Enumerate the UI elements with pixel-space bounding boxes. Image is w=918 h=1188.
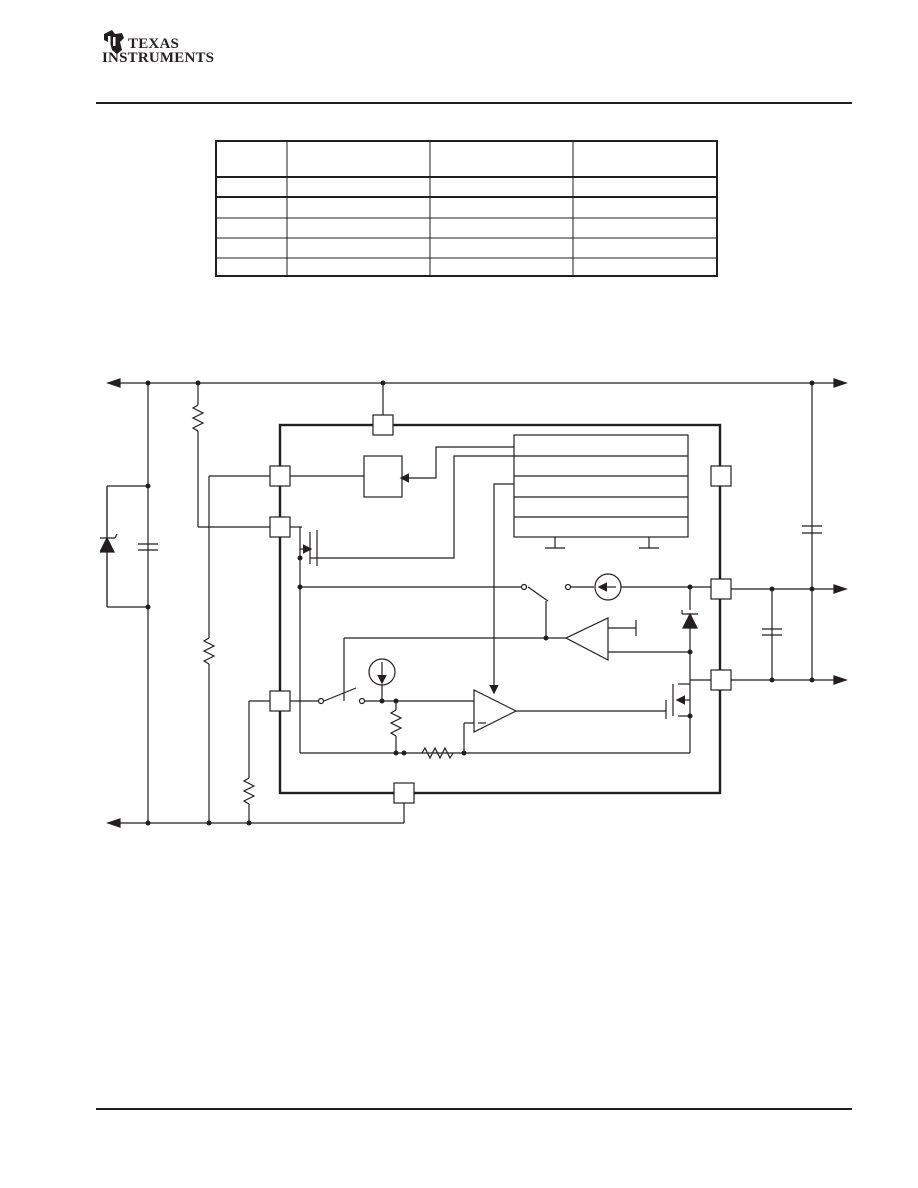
junction-dot [401,750,407,756]
junction-dot [809,586,815,592]
pin-left-3 [269,690,291,712]
pin-right-3 [710,669,732,691]
table-border [215,140,718,277]
pin-right-1 [710,465,732,487]
junction-dot [393,750,399,756]
junction-dot [297,584,303,590]
circuit-schematic [100,378,848,828]
resistor-icon [191,404,205,432]
junction-dot [687,584,693,590]
junction-dot [380,380,386,386]
junction-dot [195,380,201,386]
pin-left-1 [269,465,291,487]
junction-dot [393,698,399,704]
resistor-icon [242,777,256,805]
junction-dot [246,820,252,826]
logo-line2: INSTRUMENTS [102,50,215,66]
logo-line1: TEXAS [128,36,180,52]
rail-arrow-right [833,378,848,388]
junction-dot [145,483,151,489]
zener-diode-icon [100,536,115,553]
junction-dot [769,677,775,683]
rail-arrow-left [106,818,121,828]
output-arrow [833,584,848,594]
pin-bottom [393,782,415,804]
junction-dot [687,649,693,655]
logic-block [513,434,689,538]
zener-diode-icon [682,612,698,629]
pin-left-2 [269,516,291,538]
resistor-icon [202,637,216,665]
error-amplifier [473,689,518,733]
header-rule [96,102,852,104]
resistor-icon [421,746,454,760]
junction-dot [687,713,693,719]
junction-dot [206,820,212,826]
junction-dot [769,586,775,592]
junction-dot [297,555,303,561]
resistor-icon [389,709,403,737]
texas-state-icon [104,30,124,54]
comparator [564,617,609,661]
junction-dot [809,677,815,683]
junction-dot [145,604,151,610]
junction-dot [543,635,549,641]
pin-right-2 [710,578,732,600]
spec-table [215,140,718,277]
footer-rule [96,1108,852,1110]
rail-arrow-left [106,378,121,388]
junction-dot [145,820,151,826]
junction-dot [809,380,815,386]
control-block [363,455,403,498]
junction-dot [379,698,385,704]
pin-top [372,414,394,436]
junction-dot [461,750,467,756]
junction-dot [145,380,151,386]
output-arrow [833,675,848,685]
ic-package [278,423,722,795]
